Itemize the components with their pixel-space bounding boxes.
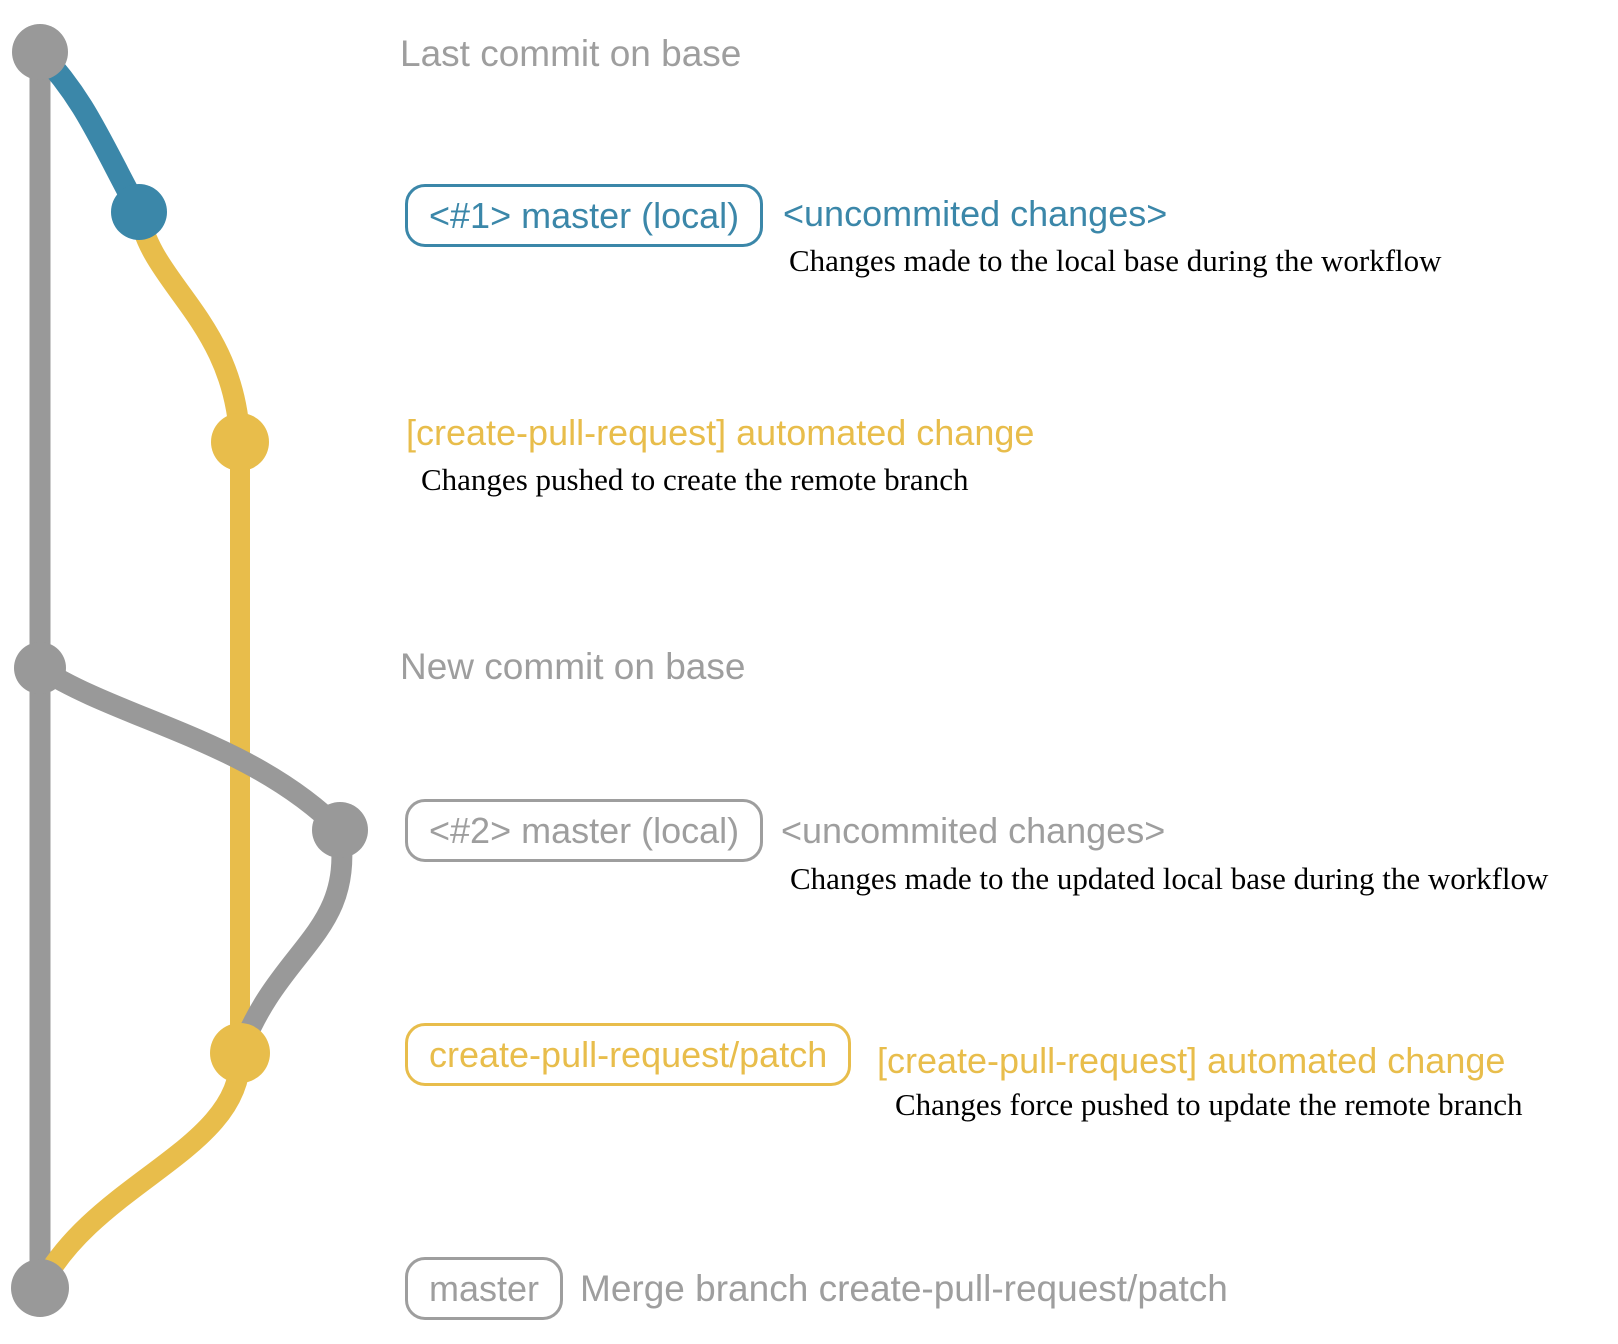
caption-last-commit: Last commit on base <box>400 33 742 74</box>
commit-dot-local-2 <box>312 802 368 858</box>
commit-dot-base-new <box>14 642 66 694</box>
badge-patch-branch: create-pull-request/patch <box>405 1023 852 1086</box>
label-automated-change-1: [create-pull-request] automated change <box>406 412 1035 453</box>
commit-dot-patch-2 <box>210 1023 270 1083</box>
commit-dot-base-merge <box>11 1259 69 1317</box>
note-local-base: Changes made to the local base during th… <box>789 243 1442 278</box>
commit-dot-base-top <box>12 24 68 80</box>
message-merge-branch: Merge branch create-pull-request/patch <box>580 1268 1228 1309</box>
note-updated-base: Changes made to the updated local base d… <box>790 861 1549 896</box>
note-force-pushed: Changes force pushed to update the remot… <box>895 1087 1523 1122</box>
commit-dot-patch-1 <box>211 413 269 471</box>
yellow-merge-curve-bottom <box>30 1052 251 1293</box>
commit-dot-local-1 <box>111 184 167 240</box>
badge-master-local-2: <#2> master (local) <box>405 799 764 862</box>
yellow-branch-curve-top <box>128 210 251 443</box>
badge-master-local-1: <#1> master (local) <box>405 184 764 247</box>
gray-merge-curve-2 <box>230 828 353 1057</box>
note-pushed-create: Changes pushed to create the remote bran… <box>421 462 969 497</box>
badge-master: master <box>405 1257 564 1320</box>
blue-branch-curve <box>31 44 149 218</box>
message-uncommited-1: <uncommited changes> <box>783 193 1168 234</box>
message-automated-change-2: [create-pull-request] automated change <box>877 1040 1506 1081</box>
gray-merge-curve-1 <box>34 659 348 838</box>
caption-new-commit: New commit on base <box>400 646 746 687</box>
message-uncommited-2: <uncommited changes> <box>781 810 1166 851</box>
